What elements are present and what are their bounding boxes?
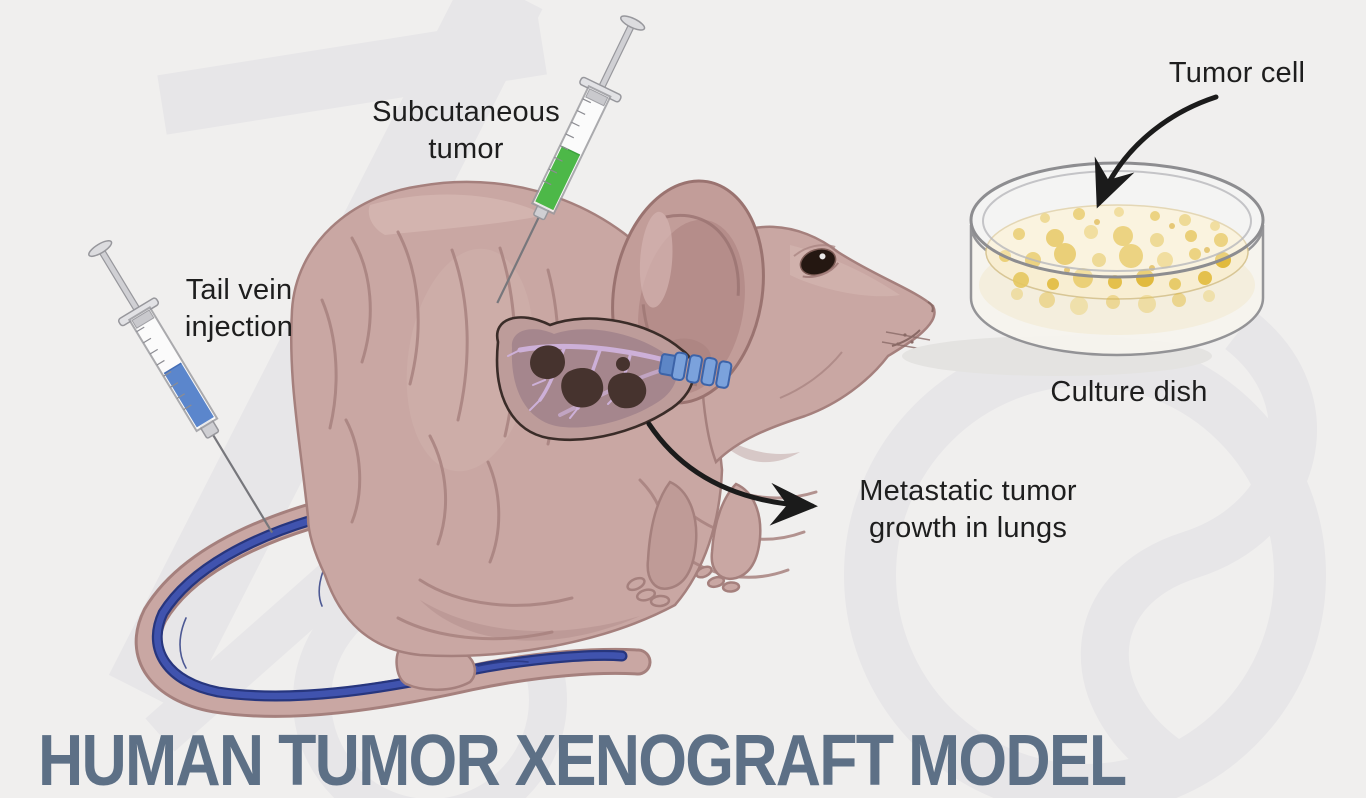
tumor-cell-arrow [1094,94,1219,209]
tail-vein-injection-label: Tail vein injection [184,274,294,343]
green-liquid [535,146,580,211]
mouse-front-legs [626,480,762,608]
nude-mouse-illustration [134,179,936,718]
trachea [658,351,733,389]
tumor-colonies [999,207,1231,315]
tumor-cell-label: Tumor cell [1168,57,1306,89]
green-syringe-icon [496,15,646,304]
metastatic-tumor-label: Metastatic tumor growth in lungs [859,475,1077,544]
metastatic-arrow [646,421,818,526]
mouse-shading [368,194,800,641]
blue-liquid [164,363,214,428]
blue-syringe-icon [88,240,274,534]
mouse-muzzle [881,301,934,351]
mouse-tail [134,503,652,718]
culture-dish-illustration [902,161,1265,376]
mouse-eye [793,244,840,278]
subcutaneous-tumor-label: Subcutaneous tumor [372,96,560,165]
culture-dish-label: Culture dish [1050,376,1208,408]
tumor-spots [530,345,647,409]
lung-cutaway [495,316,733,442]
page-title: HUMAN TUMOR XENOGRAFT MODEL [38,721,1127,798]
